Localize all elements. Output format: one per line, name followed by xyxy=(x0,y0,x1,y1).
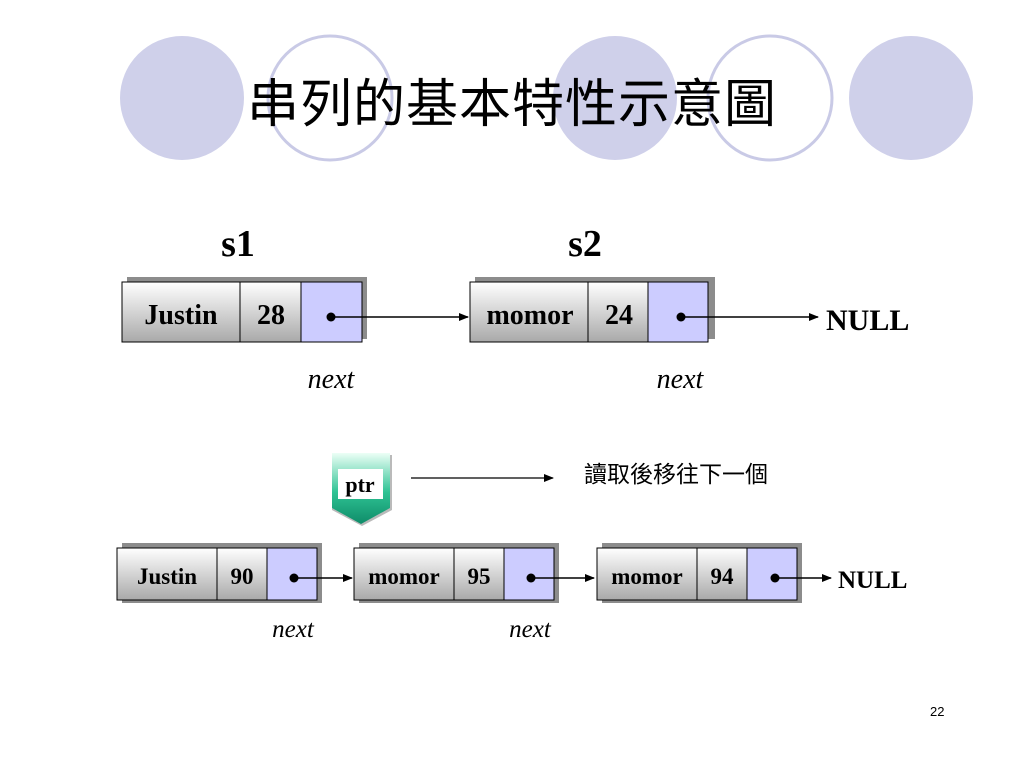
list-node-1: Justin 90 xyxy=(116,543,322,603)
node-value: 90 xyxy=(231,564,254,589)
node-name: momor xyxy=(611,564,683,589)
null-label: NULL xyxy=(838,567,907,594)
list-node-s2: momor 24 xyxy=(469,277,715,343)
page-number: 22 xyxy=(930,704,945,719)
node-name: Justin xyxy=(137,564,197,589)
decor-circle-4 xyxy=(706,34,834,162)
node-name: momor xyxy=(368,564,440,589)
list-node-3: momor 94 xyxy=(596,543,802,603)
list-node-2: momor 95 xyxy=(353,543,559,603)
decor-circle-1 xyxy=(120,36,244,160)
header-decoration xyxy=(120,34,973,162)
node-label-s2: s2 xyxy=(568,223,602,265)
next-label: next xyxy=(272,616,315,643)
slide-title: 串列的基本特性示意圖 xyxy=(246,75,777,135)
ptr-label: ptr xyxy=(345,472,375,497)
node-name: momor xyxy=(486,300,573,331)
list-node-s1: Justin 28 xyxy=(121,277,367,343)
ptr-description: 讀取後移往下一個 xyxy=(584,462,768,488)
next-label: next xyxy=(657,364,705,395)
node-value: 94 xyxy=(711,564,735,589)
decor-circle-2 xyxy=(266,34,394,162)
null-label: NULL xyxy=(826,304,909,337)
decor-circle-3 xyxy=(553,36,677,160)
next-label: next xyxy=(308,364,356,395)
node-name: Justin xyxy=(144,300,218,331)
node-value: 24 xyxy=(605,300,633,331)
node-label-s1: s1 xyxy=(221,223,255,265)
node-value: 28 xyxy=(257,300,285,331)
node-value: 95 xyxy=(468,564,491,589)
next-label: next xyxy=(509,616,552,643)
ptr-marker: ptr xyxy=(332,453,392,526)
decor-circle-5 xyxy=(849,36,973,160)
